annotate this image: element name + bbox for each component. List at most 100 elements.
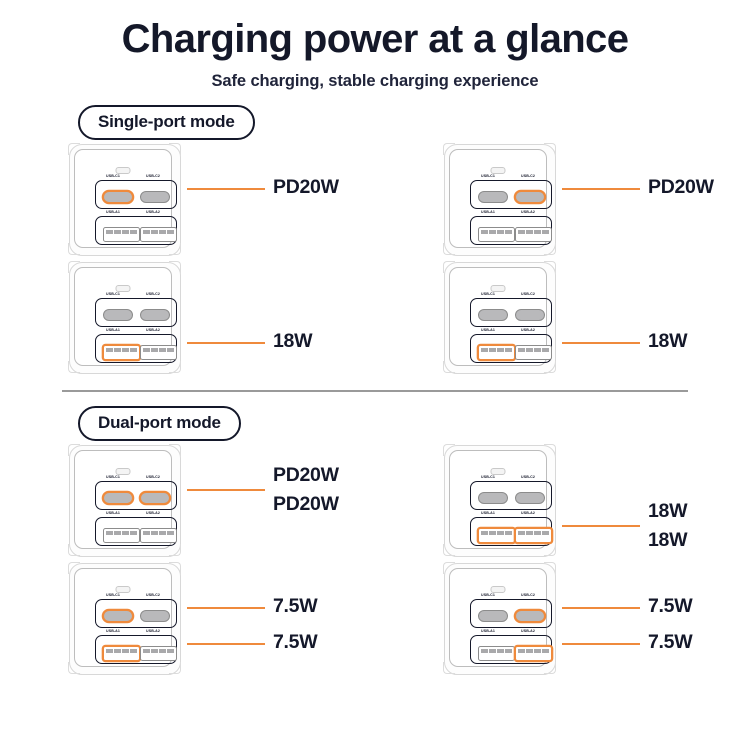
charger-device: USB-C1 USB-C2 USB-A1 USB-A2 — [62, 559, 187, 677]
usb-a-port-icon — [140, 227, 177, 242]
port-usb-a1[interactable] — [103, 227, 140, 242]
port-usb-c2[interactable] — [515, 610, 545, 622]
port-usb-c1[interactable] — [103, 492, 133, 504]
leader-line — [562, 188, 640, 190]
port-label-usb-c1: USB-C1 — [104, 593, 122, 598]
usb-a-port-group: USB-A1 USB-A2 — [470, 511, 552, 546]
port-usb-c1[interactable] — [103, 191, 133, 203]
port-usb-c2[interactable] — [140, 191, 170, 203]
port-usb-c2[interactable] — [515, 309, 545, 321]
power-value: 7.5W — [273, 631, 318, 653]
usb-a-port-icon — [478, 227, 515, 242]
power-value: PD20W — [273, 493, 339, 515]
usb-c-port-group: USB-C1 USB-C2 — [470, 292, 552, 327]
port-usb-a2[interactable] — [140, 528, 177, 543]
usb-a-port-icon — [103, 345, 140, 360]
power-value: PD20W — [648, 176, 714, 198]
corner-tab — [544, 243, 556, 255]
port-label-usb-c2: USB-C2 — [144, 174, 162, 179]
port-usb-a1[interactable] — [478, 227, 515, 242]
leader-line — [187, 607, 265, 609]
usb-c-port-group: USB-C1 USB-C2 — [470, 593, 552, 628]
usb-a-port-icon — [103, 646, 140, 661]
charger-card: USB-C1 USB-C2 USB-A1 USB-A2 PD2 — [62, 140, 375, 258]
leader-line — [187, 342, 265, 344]
corner-tab — [443, 143, 455, 155]
usb-c-port-icon — [515, 610, 545, 622]
charger-device: USB-C1 USB-C2 USB-A1 USB-A2 — [437, 559, 562, 677]
charger-face: USB-C1 USB-C2 USB-A1 USB-A2 — [74, 568, 177, 667]
port-usb-c1[interactable] — [478, 610, 508, 622]
port-label-usb-c2: USB-C2 — [519, 292, 537, 297]
port-label-usb-a1: USB-A1 — [104, 629, 122, 634]
port-usb-a2[interactable] — [515, 345, 552, 360]
port-usb-c2[interactable] — [140, 309, 170, 321]
charger-face: USB-C1 USB-C2 USB-A1 USB-A2 — [449, 149, 552, 248]
port-usb-a1[interactable] — [478, 646, 515, 661]
corner-tab — [544, 662, 556, 674]
card-grid-dual-port: USB-C1 USB-C2 USB-A1 USB-A2 PD2 — [0, 441, 750, 677]
port-usb-a1[interactable] — [478, 528, 515, 543]
port-label-usb-c2: USB-C2 — [519, 174, 537, 179]
power-value: 18W — [648, 529, 688, 551]
port-label-usb-c1: USB-C1 — [479, 593, 497, 598]
usb-a-port-icon — [478, 646, 515, 661]
port-usb-c2[interactable] — [515, 492, 545, 504]
port-usb-c2[interactable] — [140, 492, 170, 504]
port-label-usb-c1: USB-C1 — [104, 292, 122, 297]
led-indicator-icon — [490, 167, 506, 174]
section-divider — [62, 390, 688, 392]
port-usb-a2[interactable] — [515, 528, 552, 543]
corner-tab — [443, 544, 455, 556]
section-single-port: Single-port mode USB-C1 USB-C2 USB-A1 US… — [0, 91, 750, 376]
usb-a-port-group: USB-A1 USB-A2 — [95, 629, 177, 664]
port-usb-a2[interactable] — [140, 227, 177, 242]
port-label-usb-a2: USB-A2 — [144, 210, 162, 215]
led-indicator-icon — [115, 468, 131, 475]
usb-c-port-icon — [515, 309, 545, 321]
usb-c-port-icon — [515, 492, 545, 504]
usb-c-port-icon — [515, 191, 545, 203]
usb-c-port-icon — [478, 191, 508, 203]
power-readout: 18W — [187, 258, 375, 376]
usb-c-port-icon — [478, 309, 508, 321]
port-usb-c2[interactable] — [515, 191, 545, 203]
port-usb-a2[interactable] — [140, 646, 177, 661]
usb-c-port-group: USB-C1 USB-C2 — [95, 174, 177, 209]
port-usb-c2[interactable] — [140, 610, 170, 622]
port-label-usb-a1: USB-A1 — [479, 629, 497, 634]
port-usb-a1[interactable] — [103, 345, 140, 360]
corner-tab — [544, 261, 556, 273]
power-value: 18W — [273, 330, 313, 352]
port-usb-c1[interactable] — [478, 309, 508, 321]
port-usb-a2[interactable] — [140, 345, 177, 360]
port-usb-c1[interactable] — [103, 610, 133, 622]
led-indicator-icon — [115, 285, 131, 292]
corner-tab — [169, 662, 181, 674]
section-dual-port: Dual-port mode USB-C1 USB-C2 USB-A1 USB-… — [0, 392, 750, 677]
charger-card: USB-C1 USB-C2 USB-A1 USB-A2 18W — [437, 441, 750, 559]
charger-device: USB-C1 USB-C2 USB-A1 USB-A2 — [62, 441, 187, 559]
corner-tab — [544, 544, 556, 556]
charger-card: USB-C1 USB-C2 USB-A1 USB-A2 PD2 — [62, 441, 375, 559]
port-usb-a1[interactable] — [103, 528, 140, 543]
usb-c-port-icon — [140, 191, 170, 203]
port-usb-c1[interactable] — [478, 191, 508, 203]
usb-a-port-group: USB-A1 USB-A2 — [470, 210, 552, 245]
port-usb-a1[interactable] — [478, 345, 515, 360]
corner-tab — [68, 243, 80, 255]
port-label-usb-c2: USB-C2 — [144, 475, 162, 480]
power-readout: PD20W — [187, 140, 375, 258]
leader-line — [562, 342, 640, 344]
corner-tab — [169, 544, 181, 556]
port-usb-c1[interactable] — [478, 492, 508, 504]
power-value: 18W — [648, 500, 688, 522]
port-usb-a2[interactable] — [515, 646, 552, 661]
port-label-usb-c2: USB-C2 — [519, 593, 537, 598]
port-usb-a2[interactable] — [515, 227, 552, 242]
port-usb-a1[interactable] — [103, 646, 140, 661]
usb-a-port-group: USB-A1 USB-A2 — [95, 511, 177, 546]
port-usb-c1[interactable] — [103, 309, 133, 321]
corner-tab — [544, 143, 556, 155]
